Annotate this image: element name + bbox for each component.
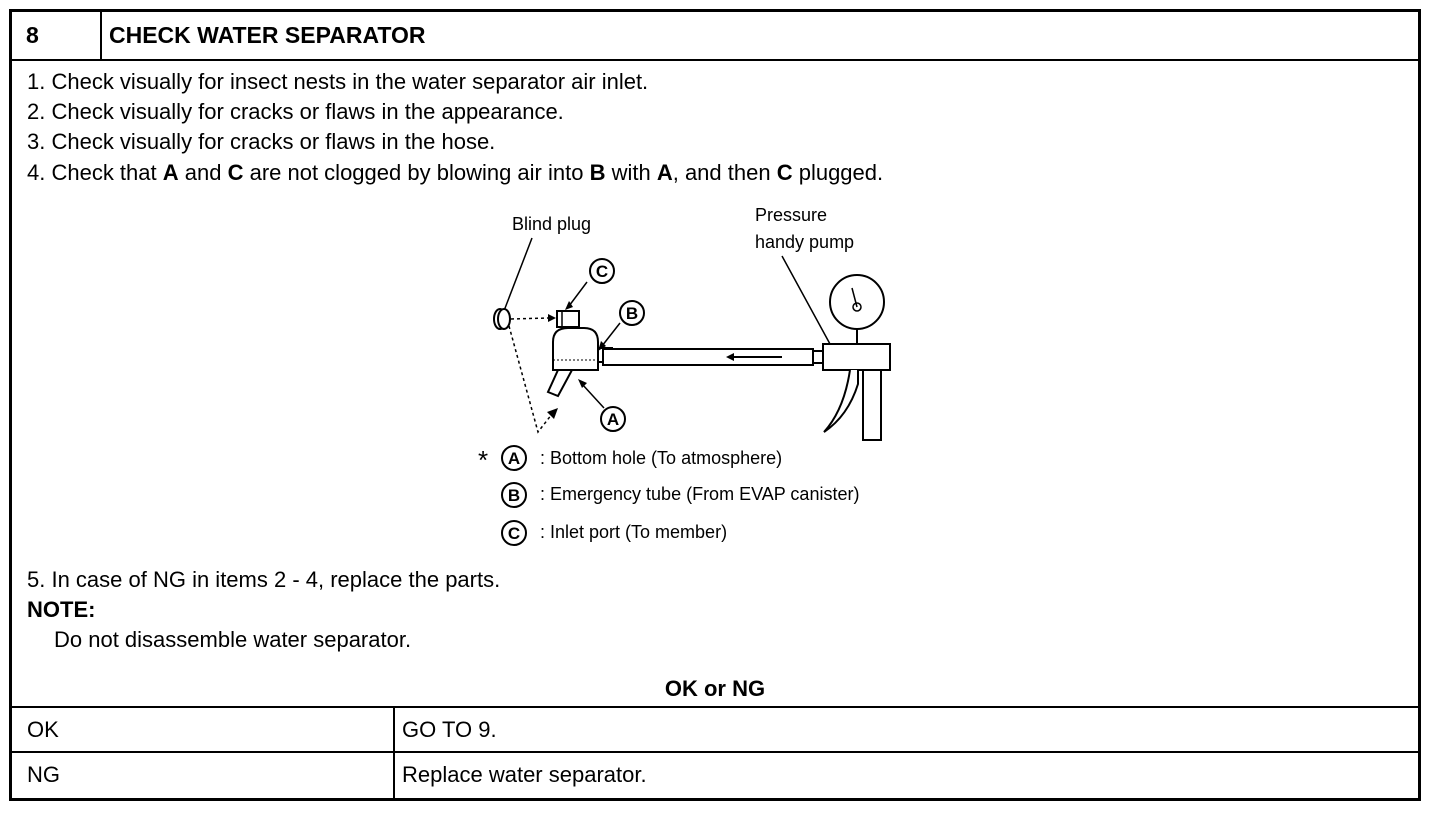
plug-to-bottom-path — [508, 325, 553, 434]
legend-a-letter: A — [508, 449, 520, 468]
plug-to-bottom-arrowhead — [547, 408, 558, 419]
water-separator-diagram: Blind plug Pressure handy pump — [478, 205, 891, 546]
pump-handle-fixed — [862, 369, 882, 441]
legend-b-circle — [501, 482, 527, 508]
pump-handle-lever — [823, 369, 859, 433]
result-header: OK or NG — [664, 676, 766, 701]
note-text: Do not disassemble water separator. — [54, 627, 412, 652]
result-divider-middle — [12, 751, 1418, 753]
pump-label-line2: handy pump — [755, 232, 854, 252]
result-ok-action: GO TO 9. — [402, 717, 497, 742]
pump-label-line1: Pressure — [755, 205, 827, 225]
plug-to-inlet-arrowhead — [548, 314, 556, 322]
result-ok-label: OK — [27, 717, 59, 742]
callout-a-leader — [581, 383, 605, 409]
step-3: 3. Check visually for cracks or flaws in… — [27, 129, 496, 154]
step-5: 5. In case of NG in items 2 - 4, replace… — [27, 567, 501, 592]
step-header: 8 CHECK WATER SEPARATOR — [12, 12, 1418, 61]
gauge-needle — [851, 287, 858, 308]
legend-c-letter: C — [508, 524, 520, 543]
inlet-port-shape — [556, 310, 580, 328]
legend-a-text: : Bottom hole (To atmosphere) — [540, 448, 782, 468]
result-ng-label: NG — [27, 762, 60, 787]
blind-plug-leader — [501, 237, 533, 317]
plug-to-inlet-path — [510, 317, 549, 320]
callout-c-arrowhead — [565, 301, 573, 310]
result-ng-action: Replace water separator. — [402, 762, 647, 787]
blind-plug-label: Blind plug — [512, 214, 591, 234]
callout-b-letter: B — [626, 304, 638, 323]
step-4: 4. Check that A and C are not clogged by… — [27, 160, 884, 185]
pump-head — [822, 343, 891, 371]
legend-c-circle — [501, 520, 527, 546]
legend-b-text: : Emergency tube (From EVAP canister) — [540, 484, 859, 504]
separator-body — [552, 327, 599, 371]
step-number-cell: 8 — [12, 12, 102, 59]
legend-a-circle — [501, 445, 527, 471]
callout-a-circle — [600, 406, 626, 432]
pump-nozzle — [812, 350, 824, 364]
callout-b-arrowhead — [598, 341, 606, 351]
callout-a-letter: A — [607, 410, 619, 429]
step-number: 8 — [26, 22, 39, 48]
pump-leader — [781, 255, 831, 345]
step-title: CHECK WATER SEPARATOR — [109, 22, 426, 48]
callout-c-circle — [589, 258, 615, 284]
legend-b-letter: B — [508, 486, 520, 505]
pressure-gauge — [829, 274, 885, 330]
airflow-arrowhead — [726, 353, 734, 361]
bottom-hole-shape — [546, 369, 574, 398]
callout-a-arrowhead — [578, 379, 587, 388]
step-1: 1. Check visually for insect nests in th… — [27, 69, 649, 94]
blind-plug-shape-back — [497, 308, 511, 330]
procedure-box: 8 CHECK WATER SEPARATOR 1. Check visuall… — [9, 9, 1421, 801]
result-column-divider — [393, 706, 395, 798]
result-divider-top — [12, 706, 1418, 708]
callout-c-letter: C — [596, 262, 608, 281]
callout-b-circle — [619, 300, 645, 326]
legend-c-text: : Inlet port (To member) — [540, 522, 727, 542]
note-label: NOTE: — [27, 597, 96, 622]
callout-b-leader — [601, 322, 621, 347]
callout-c-leader — [568, 281, 588, 307]
legend-asterisk: * — [478, 445, 488, 475]
step-2: 2. Check visually for cracks or flaws in… — [27, 99, 564, 124]
